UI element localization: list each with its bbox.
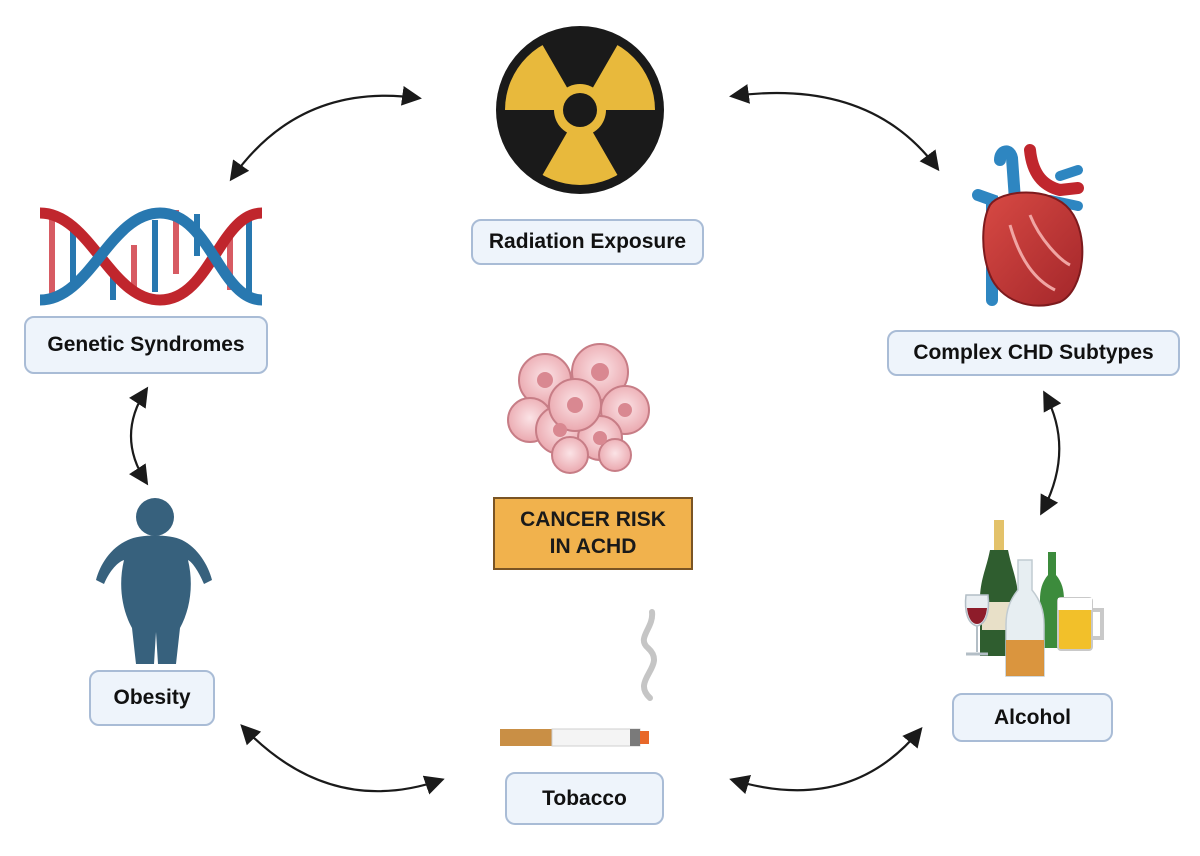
dna-icon bbox=[39, 207, 263, 306]
alcohol-label: Alcohol bbox=[952, 693, 1113, 742]
genetic-syndromes-label: Genetic Syndromes bbox=[24, 316, 268, 374]
center-title-line2: IN ACHD bbox=[549, 534, 637, 558]
cycle-arrows bbox=[129, 84, 1062, 795]
arrow-alcohol-tobacco bbox=[729, 726, 923, 795]
radiation-icon bbox=[496, 26, 664, 194]
obesity-label: Obesity bbox=[89, 670, 215, 726]
cigarette-icon bbox=[500, 609, 657, 747]
arrow-genetic-radiation bbox=[229, 86, 422, 182]
heart-icon bbox=[972, 144, 1084, 307]
arrow-radiation-chd bbox=[729, 84, 940, 172]
complex-chd-subtypes-label: Complex CHD Subtypes bbox=[887, 330, 1180, 376]
tobacco-label: Tobacco bbox=[505, 772, 664, 825]
cancer-cells-icon bbox=[507, 343, 650, 474]
center-title-line1: CANCER RISK bbox=[520, 508, 666, 532]
cancer-risk-center-box: CANCER RISK IN ACHD bbox=[493, 497, 693, 570]
radiation-exposure-label: Radiation Exposure bbox=[471, 219, 704, 265]
obesity-person-icon bbox=[96, 498, 212, 664]
arrow-chd-alcohol bbox=[1040, 390, 1062, 516]
alcohol-bottles-icon bbox=[964, 520, 1104, 677]
arrow-tobacco-obesity bbox=[240, 724, 445, 795]
arrow-obesity-genetic bbox=[129, 386, 149, 486]
